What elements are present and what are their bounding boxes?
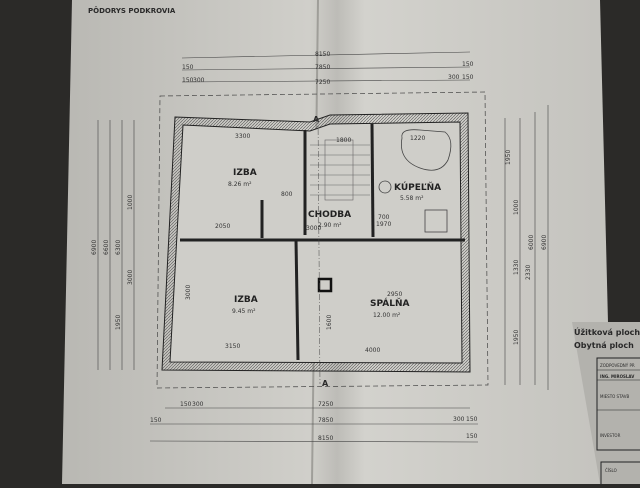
dim: 3000 <box>185 285 192 300</box>
top-dimensions <box>181 51 471 83</box>
shower <box>424 209 448 233</box>
dim: 1330 <box>513 260 520 275</box>
living-area-label: Obytná ploch <box>574 341 634 350</box>
usable-area-label: Úžitková ploch <box>574 326 640 337</box>
left-dimension-labels: 6900 6600 6300 3000 1950 1000 <box>91 195 134 330</box>
next-page <box>572 322 640 484</box>
room-area: 5.58 m² <box>400 195 424 202</box>
room-name: IZBA <box>233 168 257 178</box>
dim: 2050 <box>215 223 230 230</box>
room-name: IZBA <box>234 295 258 305</box>
dim: 2950 <box>387 291 402 298</box>
dim: 1950 <box>115 315 122 330</box>
room-area: 9.45 m² <box>232 308 256 315</box>
dim: 300 <box>453 416 465 423</box>
bottom-dimensions <box>149 407 479 443</box>
room-name: KÚPEĽŇA <box>394 181 441 193</box>
dim: 1950 <box>513 330 520 345</box>
dim: 150 <box>462 61 474 68</box>
dim: 3000 <box>127 270 134 285</box>
engineer-name: ING. MIROSLAV <box>600 374 635 379</box>
chimney <box>317 277 333 293</box>
dim: 150 <box>180 401 192 408</box>
dim: 1000 <box>513 200 520 215</box>
dim: 150 <box>182 77 194 84</box>
side-dimensions <box>97 105 549 390</box>
roof-outline <box>156 91 489 389</box>
room-name: SPÁLŇA <box>370 297 409 309</box>
dim: 3300 <box>235 133 250 140</box>
dim-bottom-inner: 7250 <box>318 401 333 408</box>
dim: 150 <box>182 64 194 71</box>
dim: 4000 <box>365 347 380 354</box>
dim-top-overall: 8150 <box>315 51 330 58</box>
washbasin <box>378 180 392 194</box>
dim: 1800 <box>336 137 351 144</box>
dim: 150 <box>150 417 162 424</box>
dim-top-inner: 7250 <box>315 79 330 86</box>
dim: 6600 <box>103 240 110 255</box>
dim: 6000 <box>528 235 535 250</box>
staircase <box>310 139 370 201</box>
dim: 150 <box>462 74 474 81</box>
dim: 1000 <box>127 195 134 210</box>
dim: 150 <box>466 433 478 440</box>
responsible-label: ZODPOVEDNÝ PR <box>600 363 635 368</box>
section-mark-top: A <box>313 115 320 124</box>
dim: 1970 <box>376 221 391 228</box>
dim: 6900 <box>541 235 548 250</box>
bathtub <box>401 129 452 171</box>
dim: 3000 <box>306 225 321 232</box>
dim: 300 <box>192 401 204 408</box>
dim: 700 <box>378 214 390 221</box>
right-dimension-labels: 6900 6000 1950 1000 1330 2330 1950 <box>505 150 548 345</box>
investor-label: INVESTOR <box>600 433 621 438</box>
room-area: 2.90 m² <box>318 222 342 229</box>
dim: 3150 <box>225 343 240 350</box>
dim: 1220 <box>410 135 425 142</box>
site-label: MIESTO STAVB <box>600 394 629 399</box>
dim-top-mid: 7850 <box>315 64 330 71</box>
dim: 6900 <box>91 240 98 255</box>
dim: 2330 <box>525 265 532 280</box>
dim: 300 <box>193 77 205 84</box>
dim-bottom-mid: 7850 <box>318 417 333 424</box>
dim: 1600 <box>326 315 333 330</box>
room-area: 12.00 m² <box>373 312 401 319</box>
dim: 800 <box>281 191 293 198</box>
number-label: ČÍSLO <box>605 468 617 473</box>
section-mark-bottom: A <box>322 379 329 388</box>
dim-bottom-overall: 8150 <box>318 435 333 442</box>
dim: 1950 <box>505 150 512 165</box>
room-name: CHODBA <box>308 210 351 220</box>
walls <box>161 112 471 373</box>
dim: 6300 <box>115 240 122 255</box>
inner-dimensions: 3300 1800 1220 2050 3150 4000 2950 3000 … <box>185 133 425 354</box>
title-block: Úžitková ploch Obytná ploch ZODPOVEDNÝ P… <box>574 326 640 488</box>
dim: 300 <box>448 74 460 81</box>
room-area: 8.26 m² <box>228 181 252 188</box>
plan-title: PÔDORYS PODKROVIA <box>88 6 176 15</box>
dim: 150 <box>466 416 478 423</box>
